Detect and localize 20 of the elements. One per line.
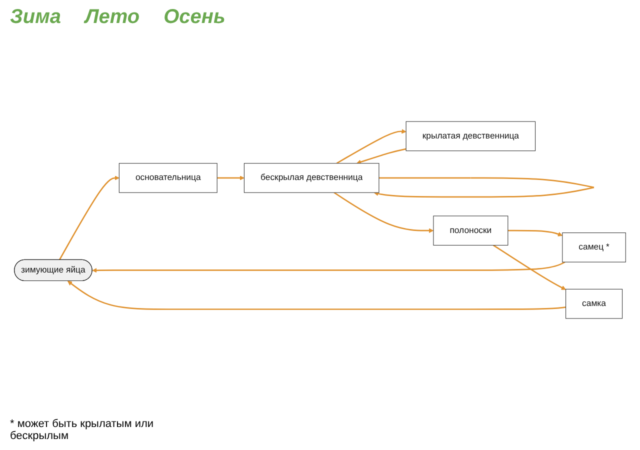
arrow bbox=[67, 280, 566, 310]
arrow bbox=[92, 261, 566, 273]
arrow bbox=[58, 176, 120, 260]
arrow bbox=[493, 244, 566, 290]
footnote: * может быть крылатым или бескрылым bbox=[10, 418, 155, 442]
season-label: Зима bbox=[10, 6, 61, 29]
arrow bbox=[217, 176, 244, 180]
node-box: полоноски bbox=[433, 216, 508, 246]
node-box: основательница bbox=[118, 163, 218, 193]
arrow bbox=[508, 230, 563, 236]
arrow bbox=[334, 192, 434, 233]
node-box: самка bbox=[566, 288, 623, 319]
node-box: бескрылая девственница bbox=[244, 163, 380, 193]
season-label: Лето bbox=[85, 6, 140, 29]
arrow bbox=[336, 129, 406, 164]
arrow bbox=[374, 177, 594, 198]
arrow bbox=[356, 148, 406, 164]
node-box: самец * bbox=[562, 232, 626, 262]
season-label: Осень bbox=[164, 6, 226, 29]
node-box: крылатая девственница bbox=[406, 121, 536, 152]
